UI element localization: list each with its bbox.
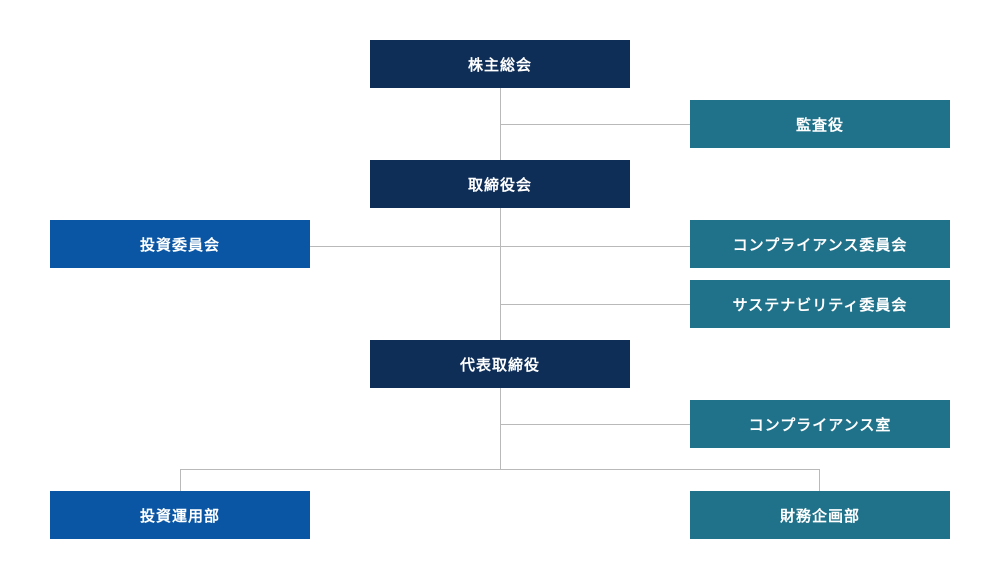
investment-management-dept-box: 投資運用部: [50, 491, 310, 539]
sustainability-committee-box: サステナビリティ委員会: [690, 280, 950, 328]
financial-planning-dept-box: 財務企画部: [690, 491, 950, 539]
board-of-directors-box: 取締役会: [370, 160, 630, 208]
auditor-box: 監査役: [690, 100, 950, 148]
committees-connector: [310, 246, 690, 247]
main-vertical-connector: [500, 88, 501, 470]
finance-dept-connector: [819, 469, 820, 491]
investment-committee-box: 投資委員会: [50, 220, 310, 268]
compliance-committee-box: コンプライアンス委員会: [690, 220, 950, 268]
sustainability-connector: [500, 304, 690, 305]
compliance-office-box: コンプライアンス室: [690, 400, 950, 448]
departments-horizontal-connector: [180, 469, 820, 470]
investment-dept-connector: [180, 469, 181, 491]
representative-director-box: 代表取締役: [370, 340, 630, 388]
compliance-office-connector: [500, 424, 690, 425]
auditor-connector: [500, 124, 690, 125]
shareholders-meeting-box: 株主総会: [370, 40, 630, 88]
